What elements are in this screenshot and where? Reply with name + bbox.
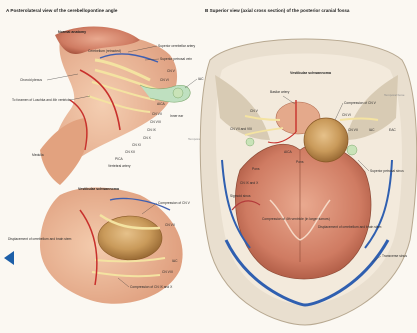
label-choroid-plexus: Choroid plexus	[20, 78, 42, 82]
label-tumor-displacement: Displacement of cerebellum and brain ste…	[8, 237, 72, 241]
label-a-cn-ix: CN IX	[147, 128, 157, 132]
label-a-cn-v: CN V	[167, 69, 176, 73]
label-b-pons-vertical: Pons	[252, 167, 260, 171]
label-compression-4th-ventricle: Compression of 4th ventricle (in larger …	[262, 217, 330, 221]
label-sigmoid-sinus: Sigmoid sinus	[230, 194, 251, 198]
panel-a: A Posterolateral view of the cerebellopo…	[4, 8, 209, 304]
label-a-pica: PICA	[115, 157, 123, 161]
panel-b: B Superior view (axial cross section) of…	[200, 8, 416, 325]
label-b-cn-vii: CN VII	[348, 128, 358, 132]
label-b-pons: Pons	[296, 160, 304, 164]
posterior-fossa-illustration	[200, 39, 416, 325]
label-b-cn-vii-viii: CN VII and VIII	[230, 127, 252, 131]
label-inner-ear: Inner ear	[170, 114, 184, 118]
label-superior-petrosal-sinus: Superior petrosal sinus	[370, 169, 404, 173]
label-a-cn-xi: CN XI	[132, 143, 141, 147]
label-tumor-iac: IAC	[172, 259, 178, 263]
label-basilar-artery: Basilar artery	[270, 90, 290, 94]
label-tumor-compression-cn-ix-x: Compression of CN IX and X	[130, 285, 173, 289]
label-a-cn-xii: CN XII	[125, 150, 135, 154]
panel-a-title: A Posterolateral view of the cerebellopo…	[6, 8, 118, 13]
label-superior-petrosal-vein: Superior petrosal vein	[160, 57, 192, 61]
label-a-cn-vii: CN VII	[152, 112, 162, 116]
schwannoma-title-line1: Vestibular schwannoma	[78, 187, 120, 191]
panel-b-title: B Superior view (axial cross section) of…	[205, 8, 350, 13]
normal-anatomy-title: Normal anatomy	[58, 30, 86, 34]
label-b-cn-vi: CN VI	[342, 113, 351, 117]
label-a-cn-vi: CN VI	[160, 78, 169, 82]
label-b-cn-v: CN V	[250, 109, 259, 113]
b-schwannoma-title: Vestibular schwannoma	[290, 71, 332, 75]
label-tumor-cn-vii: CN VII	[165, 223, 175, 227]
label-a-cn-viii: CN VIII	[150, 120, 161, 124]
label-tumor-cn-viii: CN VIII	[162, 270, 173, 274]
label-medulla: Medulla	[32, 153, 44, 157]
label-vertebral-artery: Vertebral artery	[108, 164, 131, 168]
label-foramen-luschka: To foramen of Luschka and 4th ventricle	[12, 98, 71, 102]
label-a-iac: IAC	[198, 77, 204, 81]
label-a-cn-x: CN X	[143, 136, 152, 140]
label-b-iac: IAC	[369, 128, 375, 132]
label-b-cn-ix-x: CN IX and X	[240, 181, 259, 185]
label-b-temporal-bone: Temporal bone	[384, 93, 405, 97]
label-b-displacement: Displacement of cerebellum and brain ste…	[318, 225, 382, 229]
label-cerebellum: Cerebellum (retracted)	[88, 49, 121, 53]
label-transverse-sinus: Transverse sinus	[382, 254, 407, 258]
label-tumor-compression-cn-v: Compression of CN V	[158, 201, 191, 205]
label-b-compression-cn-v: Compression of CN V	[344, 101, 377, 105]
label-b-eac: EAC	[389, 128, 396, 132]
label-a-aica: AICA	[157, 102, 165, 106]
label-superior-cerebellar-artery: Superior cerebellar artery	[158, 44, 196, 48]
label-b-aica: AICA	[284, 150, 292, 154]
